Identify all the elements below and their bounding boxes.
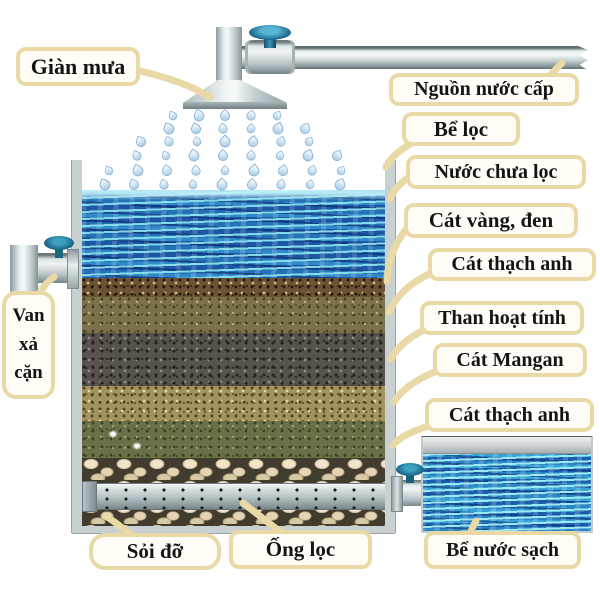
label-nguon-nuoc-cap: Nguồn nước cấp: [389, 73, 579, 106]
layer-activated-carbon: [82, 333, 385, 386]
rain-drop-icon: [298, 122, 312, 136]
label-ong-loc: Ống lọc: [229, 530, 372, 569]
outlet-valve-handle-icon: [396, 463, 424, 483]
rain-drop-icon: [191, 108, 207, 124]
rain-drop-icon: [245, 134, 261, 150]
drain-valve-handle-icon: [44, 236, 74, 258]
label-be-nuoc-sach: Bể nước sạch: [424, 531, 581, 569]
label-text: Sỏi đỡ: [126, 539, 184, 563]
label-cat-thach-anh-tren: Cát thạch anh: [428, 248, 596, 281]
label-text: Ống lọc: [265, 537, 336, 561]
label-nuoc-chua-loc: Nước chưa lọc: [406, 155, 586, 189]
rain-drop-icon: [167, 110, 179, 122]
shower-riser-pipe: [216, 27, 242, 83]
rain-drop-icon: [162, 135, 176, 149]
label-than-hoat-tinh: Than hoạt tính: [420, 301, 584, 335]
rain-drop-icon: [189, 122, 204, 136]
label-cat-thach-anh-duoi: Cát thạch anh: [425, 398, 594, 432]
layer-unfiltered-water: [82, 190, 385, 280]
layer-quartz-sand-lower: [82, 421, 385, 458]
callout-tail: [390, 367, 441, 406]
label-text: Cát thạch anh: [448, 403, 571, 426]
rain-drop-icon: [216, 122, 230, 136]
callout-tail: [387, 326, 428, 363]
rain-drop-icon: [134, 135, 148, 149]
rain-drop-icon: [217, 134, 233, 150]
perforated-filter-pipe: [82, 481, 385, 512]
clean-water-tank-lid: [423, 437, 591, 454]
label-text: Cát Mangan: [456, 348, 564, 371]
supply-valve-handle-icon: [249, 25, 291, 48]
label-gian-mua: Giàn mưa: [16, 47, 140, 86]
label-cat-vang-den: Cát vàng, đen: [404, 203, 578, 238]
label-text: Nguồn nước cấp: [414, 78, 554, 100]
clean-water: [423, 454, 591, 531]
label-text: Bể nước sạch: [445, 538, 560, 561]
label-soi-do: Sỏi đỡ: [89, 533, 221, 570]
label-text: Cát thạch anh: [451, 253, 573, 275]
shower-head-rim: [183, 102, 287, 109]
rain-drop-icon: [271, 110, 283, 122]
layer-quartz-sand-upper: [82, 297, 385, 333]
label-be-loc: Bể lọc: [402, 112, 520, 146]
rain-drop-icon: [191, 136, 203, 148]
filter-tank: [72, 160, 395, 533]
label-cat-mangan: Cát Mangan: [433, 343, 587, 377]
rain-drop-icon: [270, 121, 286, 137]
label-text: Van xả cặn: [12, 305, 45, 384]
label-text: Bể lọc: [433, 116, 489, 141]
label-text: Than hoạt tính: [438, 306, 566, 329]
label-text: Cát vàng, đen: [428, 208, 554, 232]
layer-manganese-sand: [82, 386, 385, 421]
clean-water-tank: [421, 436, 593, 533]
layer-yellow-black-sand: [82, 278, 385, 297]
supply-pipe: [240, 46, 588, 69]
sparkle-icon: [132, 442, 142, 450]
label-van-xa-can: Van xả cặn: [2, 291, 55, 399]
rain-drop-icon: [244, 109, 258, 123]
shower-head: [183, 80, 287, 109]
label-text: Giàn mưa: [30, 53, 126, 79]
rain-drop-icon: [244, 123, 257, 135]
clean-water-outlet-pipe: [391, 476, 425, 512]
air-gap: [82, 160, 385, 190]
rain-drop-icon: [303, 136, 315, 148]
sparkle-icon: [108, 430, 118, 438]
rain-drop-icon: [162, 122, 176, 136]
rain-drop-icon: [274, 135, 288, 149]
rain-drop-icon: [217, 108, 233, 124]
label-text: Nước chưa lọc: [434, 160, 558, 183]
